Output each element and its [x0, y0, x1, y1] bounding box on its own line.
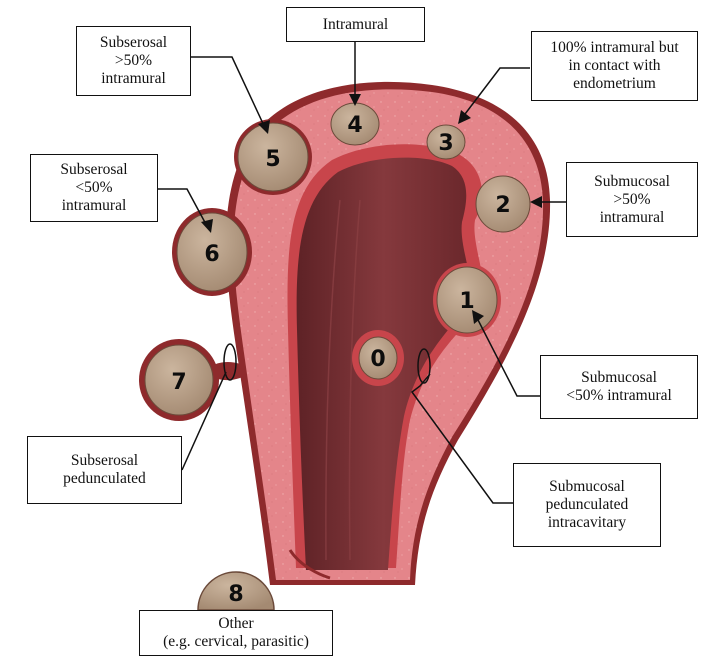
fibroid-2[interactable]: 2: [476, 176, 530, 232]
fibroid-6-number: 6: [204, 242, 219, 267]
label-submucosal-pedunculated: Submucosal pedunculated intracavitary: [513, 463, 661, 547]
label-submucosal-lt50: Submucosal <50% intramural: [540, 355, 698, 419]
fibroid-0[interactable]: 0: [352, 330, 404, 386]
label-submucosal-gt50: Submucosal >50% intramural: [566, 162, 698, 237]
fibroid-8[interactable]: 8: [198, 572, 274, 610]
fibroid-5-number: 5: [265, 147, 280, 172]
fibroid-3[interactable]: 3: [427, 125, 465, 159]
label-subserosal-pedunculated: Subserosal pedunculated: [27, 436, 182, 504]
label-subserosal-lt50: Subserosal <50% intramural: [30, 154, 158, 222]
label-other: Other (e.g. cervical, parasitic): [139, 610, 333, 656]
fibroid-3-number: 3: [438, 131, 453, 156]
fibroid-1[interactable]: 1: [433, 263, 501, 337]
fibroid-2-number: 2: [495, 193, 510, 218]
fibroid-4[interactable]: 4: [331, 103, 379, 145]
fibroid-0-number: 0: [370, 347, 385, 372]
label-full-intramural: 100% intramural but in contact with endo…: [531, 31, 698, 101]
fibroid-8-number: 8: [228, 582, 243, 607]
fibroid-4-number: 4: [347, 113, 362, 138]
label-intramural: Intramural: [286, 7, 425, 42]
label-subserosal-gt50: Subserosal >50% intramural: [76, 26, 191, 96]
fibroid-5[interactable]: 5: [234, 119, 312, 195]
fibroid-7-number: 7: [171, 370, 186, 395]
